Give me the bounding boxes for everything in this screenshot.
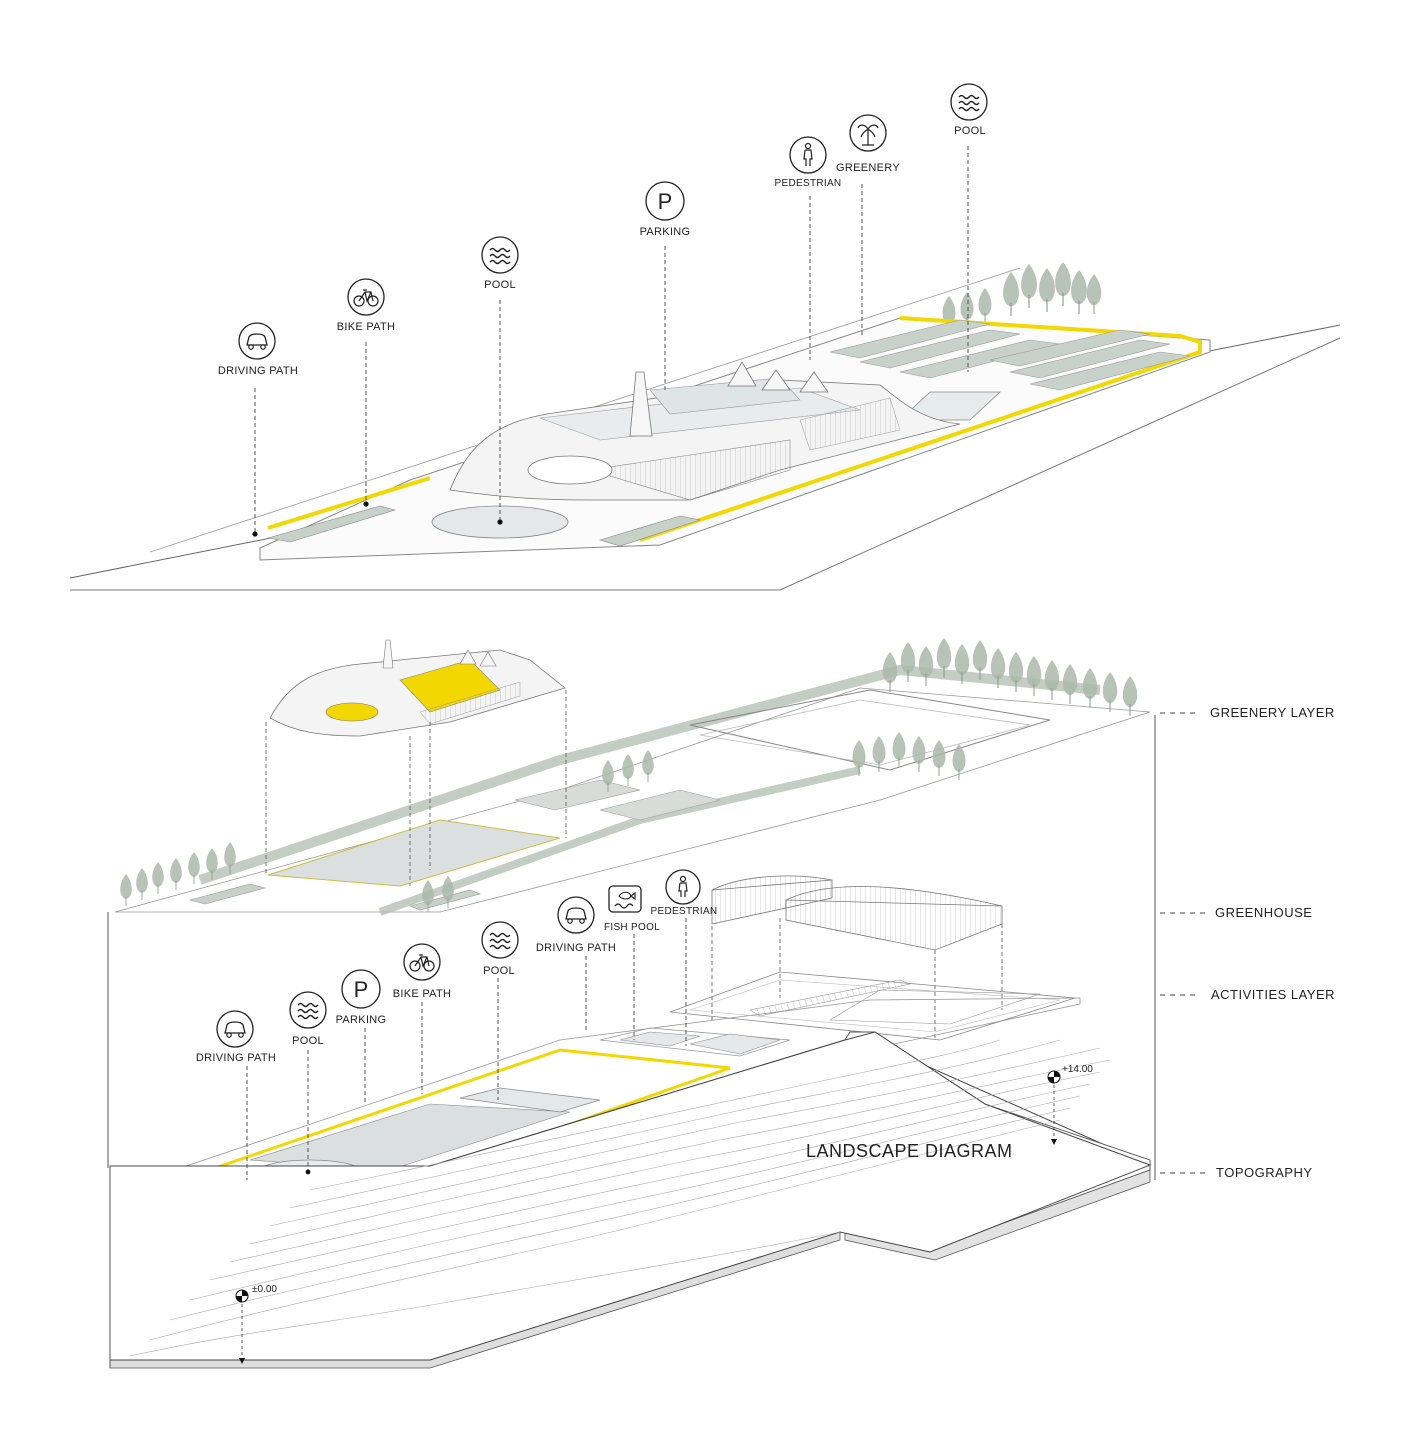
label-driving-path: DRIVING PATH	[195, 1052, 277, 1064]
layer-label-greenery: GREENERY LAYER	[1210, 705, 1335, 720]
elevation-bottom-value: ±0.00	[252, 1284, 277, 1295]
waves-icon	[289, 991, 327, 1029]
bicycle-icon	[403, 943, 441, 981]
label-pedestrian: PEDESTRIAN	[650, 906, 718, 917]
elevation-marker-top	[1047, 1070, 1061, 1145]
driving-path-route	[267, 316, 1202, 542]
label-greenery: GREENERY	[836, 162, 900, 174]
section-frame	[107, 715, 1156, 1180]
pool-rect	[898, 391, 1002, 421]
diagram-title: LANDSCAPE DIAGRAM	[806, 1141, 1013, 1161]
pedestrian-icon	[789, 136, 827, 174]
label-pedestrian: PEDESTRIAN	[774, 178, 842, 189]
elevation-marker-bottom	[235, 1289, 249, 1364]
label-parking: PARKING	[639, 226, 691, 238]
waves-icon	[481, 921, 519, 959]
greenery-layer-plane	[114, 664, 1151, 916]
leader-endpoints	[252, 501, 503, 537]
car-icon	[238, 322, 276, 360]
label-pool: POOL	[483, 965, 515, 977]
label-pool: POOL	[484, 279, 516, 291]
layer-label-greenhouse: GREENHOUSE	[1215, 905, 1313, 920]
car-icon	[557, 896, 595, 934]
label-pool: POOL	[292, 1035, 324, 1047]
car-icon	[216, 1010, 254, 1048]
bicycle-icon	[347, 278, 385, 316]
projection-lines	[265, 690, 567, 886]
svg-text:P: P	[354, 977, 369, 1002]
parking-icon: P	[341, 969, 381, 1009]
pool-rect	[459, 1087, 601, 1113]
waves-icon	[481, 236, 519, 274]
top-site-plan	[69, 262, 1341, 591]
label-pool: POOL	[954, 125, 986, 137]
bottom-leader-lines	[246, 918, 687, 1180]
label-parking: PARKING	[335, 1014, 387, 1026]
floating-building	[269, 639, 566, 737]
main-building	[449, 361, 961, 501]
label-fish-pool: FISH POOL	[603, 922, 661, 933]
pedestrian-icon	[665, 869, 701, 905]
label-bike-path: BIKE PATH	[392, 988, 452, 1000]
fish-pool-icon	[608, 885, 642, 913]
elevation-top-value: +14.00	[1062, 1064, 1093, 1075]
label-bike-path: BIKE PATH	[336, 321, 396, 333]
layer-leaders	[1160, 712, 1205, 1174]
svg-text:P: P	[658, 189, 673, 214]
greenery-parking-panels	[829, 319, 1191, 391]
label-driving-path: DRIVING PATH	[217, 365, 299, 377]
layer-label-activities: ACTIVITIES LAYER	[1211, 987, 1336, 1002]
palm-tree-icon	[849, 114, 887, 152]
parking-icon: P	[645, 181, 685, 221]
layer-label-topography: TOPOGRAPHY	[1216, 1165, 1313, 1180]
topography-block	[109, 1031, 1152, 1369]
top-leader-lines	[254, 146, 969, 532]
leader-endpoint	[305, 1169, 311, 1175]
greenhouse-roofs	[711, 875, 1003, 951]
waves-icon	[950, 83, 988, 121]
label-driving-path: DRIVING PATH	[535, 942, 617, 954]
